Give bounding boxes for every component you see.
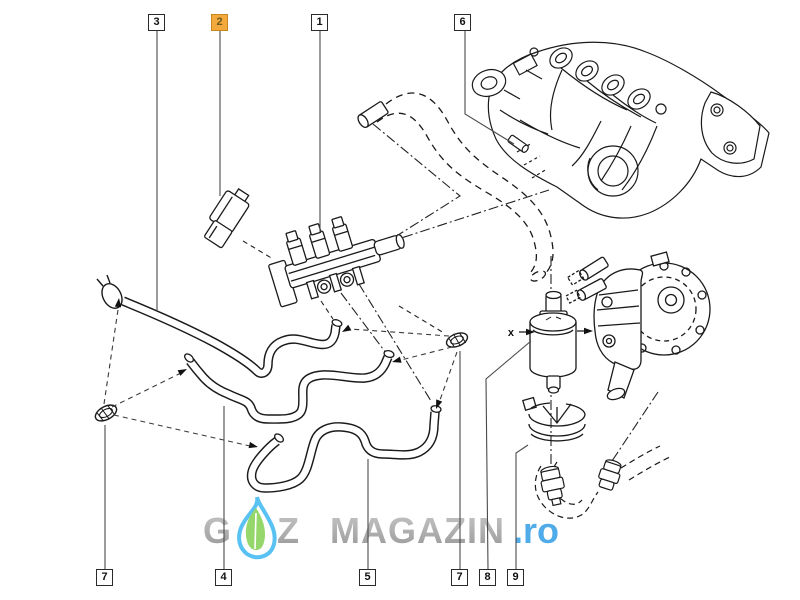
leader-clamp7b-hose5 <box>439 351 458 401</box>
callout-box-4[interactable]: 4 <box>215 569 232 586</box>
rail-to-clamp-line <box>398 305 445 334</box>
leader-line-6 <box>464 31 515 145</box>
injector-2 <box>308 223 331 259</box>
manifold-filter-hose-dashed <box>376 92 554 282</box>
hose-5-drawing <box>246 405 442 493</box>
callout-box-8[interactable]: 8 <box>479 569 496 586</box>
hose-end-fitting-drawing <box>357 101 389 128</box>
nozzle2-connection-line <box>340 292 387 354</box>
sensor-to-rail-line <box>242 240 274 260</box>
injector-rail-drawing <box>268 216 405 308</box>
leader-clamp7a-hose4 <box>111 372 182 408</box>
leader-clamp7b-hose4 <box>400 346 453 361</box>
clamp-7b-drawing <box>445 332 469 348</box>
flow-in-arrowhead <box>526 328 535 336</box>
manifold-bolt-drawing <box>507 134 529 153</box>
flow-out-arrowhead <box>584 327 593 335</box>
hose-5-inner <box>248 411 439 492</box>
hose-3-flare-prongs <box>96 274 111 287</box>
filter-bracket-drawing <box>522 396 586 442</box>
callout-box-9[interactable]: 9 <box>507 569 524 586</box>
gas-filter-drawing <box>529 290 577 394</box>
arrowhead <box>342 324 352 332</box>
callout-leader-lines <box>104 31 532 570</box>
callout-box-1[interactable]: 1 <box>311 14 328 31</box>
intake-manifold-drawing <box>471 41 770 219</box>
nozzle1-connection-line <box>320 300 334 320</box>
arrowhead <box>177 369 187 376</box>
watermark-ro: .ro <box>513 510 559 551</box>
hose-3-inner <box>121 297 340 377</box>
hose-4-start-cap <box>184 353 194 363</box>
callout-box-3[interactable]: 3 <box>148 14 165 31</box>
hose-to-rail-connection-line <box>372 123 461 243</box>
flow-marker-label: x <box>508 327 515 339</box>
leader-clamp7a-hose3 <box>103 302 120 405</box>
watermark-z: Z <box>277 510 300 551</box>
hose-fitting-a-drawing <box>540 465 565 507</box>
reducer-drawing <box>565 251 711 401</box>
hose-group <box>96 274 442 493</box>
pointer-leaders <box>103 302 458 447</box>
arrowhead <box>436 399 443 409</box>
leader-clamp7b-hose3 <box>349 328 450 337</box>
injector-1 <box>285 230 308 266</box>
hose-4-end-cap <box>383 349 395 359</box>
callout-box-2-highlighted[interactable]: 2 <box>211 14 228 31</box>
pointer-arrowheads <box>114 298 443 449</box>
callout-box-7a[interactable]: 7 <box>96 569 113 586</box>
arrowhead <box>392 356 402 363</box>
reducer-to-hose-line <box>611 391 659 462</box>
hose-5-start-cap <box>274 433 284 443</box>
injector-3 <box>331 216 354 252</box>
nozzle3-connection-line <box>358 283 432 402</box>
callout-box-6[interactable]: 6 <box>454 14 471 31</box>
hose-fitting-b-drawing <box>598 459 622 491</box>
hose-4-drawing <box>184 349 395 424</box>
arrowhead <box>248 441 258 449</box>
watermark-logo: G Z MAGAZIN .ro <box>203 496 559 560</box>
map-sensor-drawing <box>204 188 250 249</box>
hose-3-end-cap <box>331 319 343 327</box>
hose-4-inner <box>187 355 392 423</box>
leader-clamp7a-hose5 <box>113 414 251 447</box>
watermark-magazin: MAGAZIN <box>330 510 505 551</box>
hose-3-drawing <box>96 274 343 378</box>
leaf-midrib <box>254 512 257 550</box>
clamp-7a-drawing <box>94 404 118 422</box>
arrowhead <box>114 298 122 308</box>
watermark-g: G <box>203 510 232 551</box>
flame-leaf-logo-icon <box>237 496 277 560</box>
callout-box-7b[interactable]: 7 <box>451 569 468 586</box>
rail-port-connection-line <box>385 189 550 244</box>
leader-line-9 <box>515 444 529 569</box>
callout-box-5[interactable]: 5 <box>359 569 376 586</box>
leader-line-8 <box>485 340 532 570</box>
